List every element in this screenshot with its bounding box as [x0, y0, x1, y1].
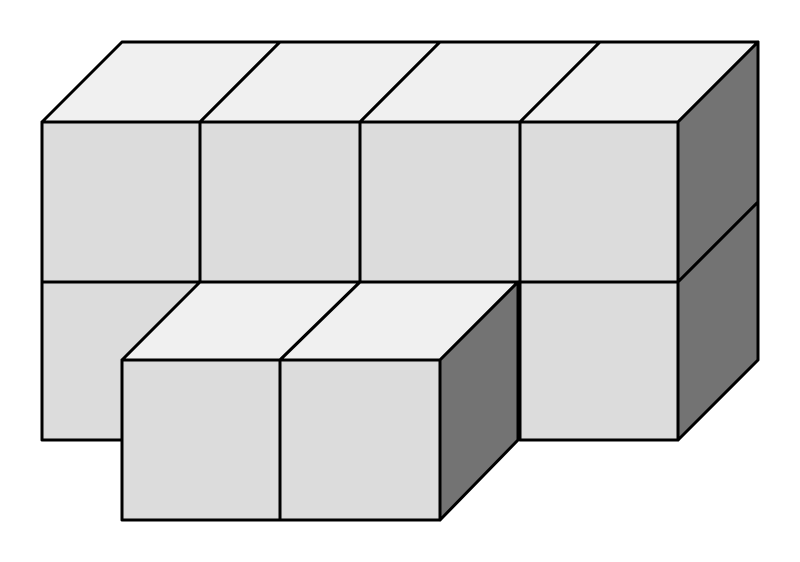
front-face-back-upper-1: [40, 120, 202, 284]
cube-faces: [40, 40, 760, 522]
front-face-back-upper-4: [518, 120, 680, 284]
front-face-front-1: [120, 358, 282, 522]
front-face-back-upper-2: [198, 120, 362, 284]
front-face-front-2: [278, 358, 442, 522]
front-face-back-upper-3: [358, 120, 522, 284]
front-face-back-lower-4: [518, 280, 680, 442]
